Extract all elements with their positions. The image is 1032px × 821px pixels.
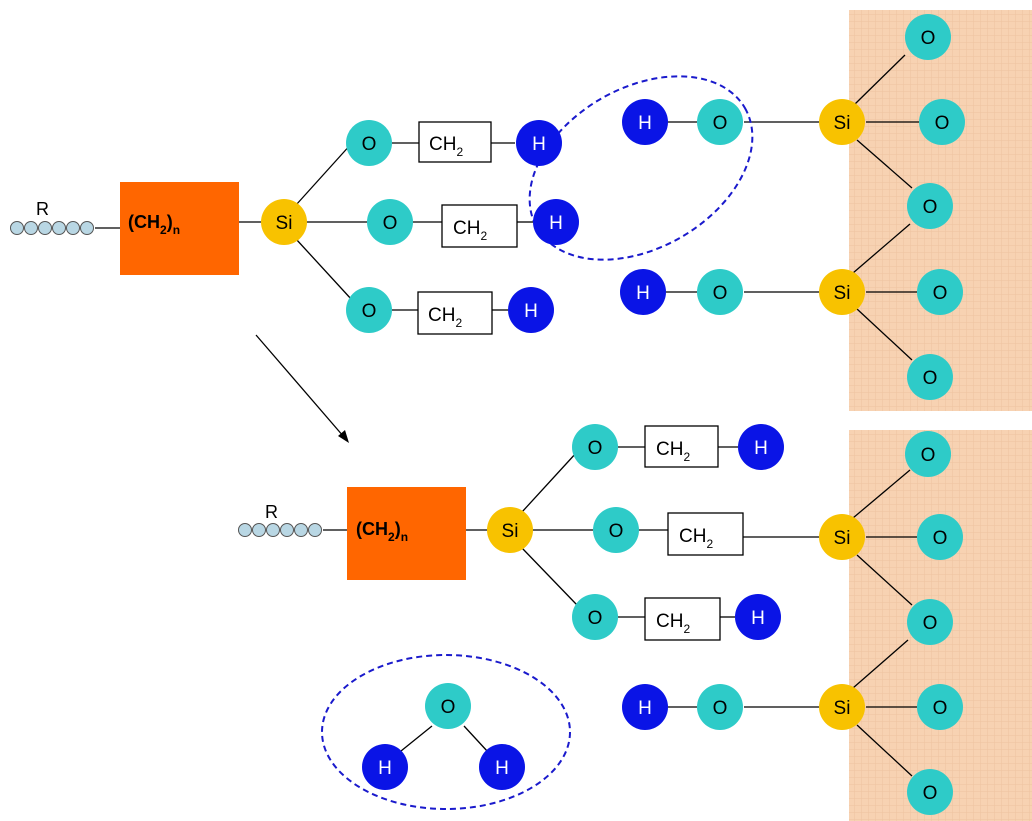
svg-text:H: H (549, 213, 563, 234)
condensation-highlight-ellipse (528, 75, 754, 261)
ch2-box-top-2: CH2 (441, 204, 518, 248)
svg-text:O: O (923, 613, 938, 634)
svg-text:O: O (383, 213, 398, 234)
water-hydrogen-atom-1 (362, 744, 408, 790)
svg-text:CH2: CH2 (656, 439, 690, 464)
svg-text:O: O (933, 698, 948, 719)
hydrogen-atoms-bottom: H H H H H (362, 424, 784, 790)
svg-text:O: O (362, 301, 377, 322)
svg-text:O: O (713, 113, 728, 134)
svg-text:Si: Si (834, 528, 851, 549)
silicon-atom-silane-bottom: Si (487, 507, 533, 553)
r-group-label-bottom: R (265, 502, 278, 522)
ch2-box-bottom-3: CH2 (644, 597, 721, 641)
svg-text:H: H (636, 283, 650, 304)
svg-text:(CH2)n: (CH2)n (356, 519, 408, 544)
svg-text:O: O (923, 368, 938, 389)
water-oxygen-atom (425, 683, 471, 729)
svg-text:H: H (638, 698, 652, 719)
svg-text:O: O (713, 698, 728, 719)
svg-text:H: H (532, 134, 546, 155)
svg-text:CH2: CH2 (428, 305, 462, 330)
svg-text:O: O (933, 283, 948, 304)
svg-text:Si: Si (834, 698, 851, 719)
ch2-box-bottom-1: CH2 (644, 425, 719, 468)
svg-text:O: O (933, 528, 948, 549)
svg-text:O: O (921, 445, 936, 466)
svg-text:O: O (609, 521, 624, 542)
bottom-bonds (323, 446, 917, 777)
svg-text:CH2: CH2 (656, 611, 690, 636)
oxygen-atoms-top: O O O O O O O O O O (346, 14, 965, 400)
svg-text:(CH2)n: (CH2)n (128, 212, 180, 237)
svg-text:H: H (378, 758, 392, 779)
r-group-chain-top (10, 221, 94, 235)
oxygen-atoms-bottom: O O O O O O O O O O (425, 424, 963, 815)
svg-text:O: O (441, 697, 456, 718)
water-highlight-ellipse (321, 654, 571, 810)
svg-text:H: H (751, 608, 765, 629)
svg-text:H: H (638, 113, 652, 134)
silicon-atom-surface-1: Si (819, 99, 865, 145)
svg-text:CH2: CH2 (429, 134, 463, 159)
svg-text:Si: Si (502, 521, 519, 542)
top-bonds (95, 54, 919, 361)
ch2-box-top-1: CH2 (418, 121, 492, 163)
alkyl-chain-box-bottom: (CH2)n (347, 487, 466, 580)
svg-text:Si: Si (834, 113, 851, 134)
water-hydrogen-atom-2 (479, 744, 525, 790)
reaction-arrow (255, 334, 349, 443)
r-group-label-top: R (36, 199, 49, 219)
silicon-atom-surface-2: Si (819, 269, 865, 315)
silicon-atom-surface-4: Si (819, 684, 865, 730)
svg-text:CH2: CH2 (679, 526, 713, 551)
svg-text:H: H (754, 438, 768, 459)
hydrogen-atoms-top: H H H H H (508, 99, 668, 333)
svg-text:O: O (935, 113, 950, 134)
svg-text:O: O (362, 134, 377, 155)
silicon-atom-silane-top: Si (261, 199, 307, 245)
alkyl-chain-box-top: (CH2)n (120, 182, 239, 275)
svg-text:H: H (495, 758, 509, 779)
ch2-box-bottom-2: CH2 (667, 512, 744, 556)
ch2-box-top-3: CH2 (417, 291, 493, 335)
silicon-atom-surface-3: Si (819, 514, 865, 560)
svg-text:CH2: CH2 (453, 218, 487, 243)
svg-text:O: O (588, 608, 603, 629)
svg-text:O: O (713, 283, 728, 304)
svg-text:O: O (588, 438, 603, 459)
svg-text:O: O (923, 783, 938, 804)
svg-text:O: O (921, 28, 936, 49)
svg-text:Si: Si (276, 213, 293, 234)
svg-text:Si: Si (834, 283, 851, 304)
svg-text:H: H (524, 301, 538, 322)
r-group-chain-bottom (238, 523, 322, 537)
svg-text:O: O (923, 197, 938, 218)
